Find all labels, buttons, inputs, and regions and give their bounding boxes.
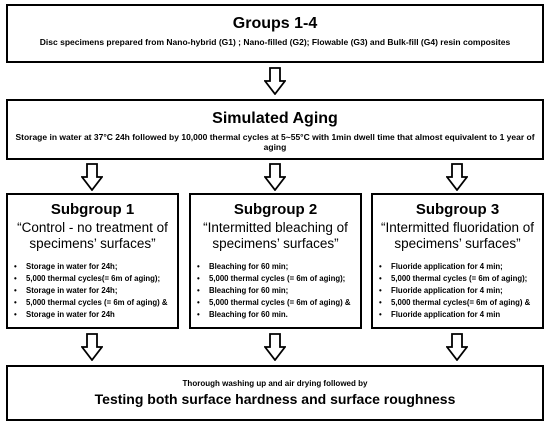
groups-box: Groups 1-4 Disc specimens prepared from … [6,4,544,63]
bullet-icon: • [197,262,200,271]
down-arrow-icon [446,163,468,191]
list-item: •Bleaching for 60 min; [197,286,289,295]
groups-title: Groups 1-4 [232,15,318,32]
bullet-icon: • [197,286,200,295]
list-item: •Fluoride application for 4 min; [379,262,503,271]
list-item: •Storage in water for 24h; [14,262,118,271]
bullet-icon: • [379,262,382,271]
list-item: •Storage in water for 24h [14,310,115,319]
testing-box: Thorough washing up and air drying follo… [6,365,544,421]
subgroup-2-subtitle: “Intermitted bleaching of specimens’ sur… [203,220,348,251]
bullet-icon: • [197,298,200,307]
bullet-icon: • [14,262,17,271]
subgroup-3-box: Subgroup 3 “Intermitted fluoridation of … [371,193,544,329]
subgroup-3-steps: •Fluoride application for 4 min; •5,000 … [373,261,542,321]
subgroup-3-title: Subgroup 3 [415,201,500,218]
list-item: •Bleaching for 60 min; [197,262,289,271]
aging-description: Storage in water at 37°C 24h followed by… [15,132,535,152]
subgroup-2-steps: •Bleaching for 60 min; •5,000 thermal cy… [191,261,360,321]
down-arrow-icon [446,333,468,361]
subgroup-1-box: Subgroup 1 “Control - no treatment of sp… [6,193,179,329]
down-arrow-icon [264,163,286,191]
list-item: •5,000 thermal cycles(= 6m of aging) & [379,298,531,307]
subgroup-1-steps: •Storage in water for 24h; •5,000 therma… [8,261,177,321]
down-arrow-icon [81,163,103,191]
list-item: •5,000 thermal cycles (= 6m of aging) & [14,298,168,307]
subgroup-2-title: Subgroup 2 [233,201,318,218]
list-item: •5,000 thermal cycles (= 6m of aging); [379,274,528,283]
bullet-icon: • [379,286,382,295]
testing-title: Testing both surface hardness and surfac… [94,391,456,407]
bullet-icon: • [14,310,17,319]
simulated-aging-box: Simulated Aging Storage in water at 37°C… [6,99,544,160]
subgroup-2-box: Subgroup 2 “Intermitted bleaching of spe… [189,193,362,329]
bullet-icon: • [14,286,17,295]
bullet-icon: • [379,310,382,319]
list-item: •5,000 thermal cycles(= 6m of aging); [14,274,161,283]
subgroup-3-subtitle: “Intermitted fluoridation of specimens’ … [380,220,535,251]
testing-intro: Thorough washing up and air drying follo… [182,379,368,388]
down-arrow-icon [264,67,286,95]
bullet-icon: • [14,298,17,307]
subgroup-1-subtitle: “Control - no treatment of specimens’ su… [17,220,168,251]
list-item: •Fluoride application for 4 min; [379,286,503,295]
list-item: •Bleaching for 60 min. [197,310,288,319]
bullet-icon: • [379,274,382,283]
list-item: •5,000 thermal cycles (= 6m of aging); [197,274,346,283]
bullet-icon: • [14,274,17,283]
bullet-icon: • [379,298,382,307]
down-arrow-icon [81,333,103,361]
list-item: •Fluoride application for 4 min [379,310,501,319]
list-item: •5,000 thermal cycles (= 6m of aging) & [197,298,351,307]
groups-description: Disc specimens prepared from Nano-hybrid… [39,37,511,47]
bullet-icon: • [197,274,200,283]
down-arrow-icon [264,333,286,361]
list-item: •Storage in water for 24h; [14,286,118,295]
subgroup-1-title: Subgroup 1 [50,201,135,218]
bullet-icon: • [197,310,200,319]
aging-title: Simulated Aging [212,110,338,127]
